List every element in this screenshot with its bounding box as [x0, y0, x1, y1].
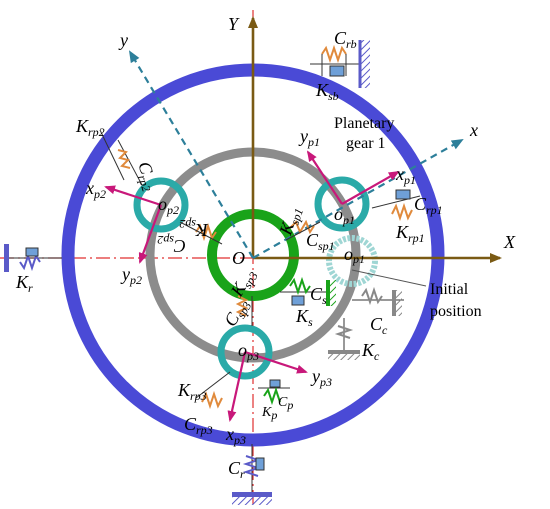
label-C-s: Cs [310, 284, 327, 307]
label-o-p3: op3 [238, 340, 259, 363]
label-C-r: Cr [228, 458, 245, 481]
ring-bearing-support-top [310, 40, 370, 88]
sun-planet3-mesh-spring [235, 295, 253, 326]
label-K-rp3: Krp3 [177, 380, 207, 403]
label-K-sp2: Ksp2 [179, 217, 209, 240]
label-K-c: Kc [361, 340, 380, 363]
label-x-p3: xp3 [225, 424, 246, 447]
planet2-y-axis [138, 204, 163, 264]
label-x-p1: xp1 [395, 164, 416, 187]
note-planetary-line1: Planetary [334, 115, 394, 132]
label-K-rp1: Krp1 [395, 222, 425, 245]
label-K-rp2: Krp2 [75, 116, 105, 139]
label-C-rp2: Crp2 [131, 159, 162, 193]
planet2-x-axis [104, 185, 162, 207]
label-K-s: Ks [295, 306, 313, 329]
planet1-x-axis [341, 171, 400, 205]
planet3-y-axis [244, 350, 308, 374]
planet-gear-initial-position [326, 235, 378, 287]
planet-gear-3 [217, 324, 273, 380]
label-rot-y: y [118, 30, 128, 50]
note-initial-line2: position [430, 303, 482, 320]
label-K-sp1: Ksp1 [275, 204, 306, 239]
label-rot-x: x [469, 120, 478, 140]
sun-planet2-mesh-spring [179, 221, 223, 245]
label-Y: Y [228, 14, 240, 34]
planet3-x-axis [227, 351, 247, 422]
label-origin: O [232, 248, 245, 268]
label-K-sb: Ksb [315, 80, 339, 103]
label-C-sp1: Csp1 [306, 230, 335, 253]
note-initial-line1: Initial [430, 281, 469, 298]
label-y-p2: yp2 [120, 264, 142, 287]
label-C-c: Cc [370, 314, 388, 337]
note-planetary-line2: gear 1 [346, 135, 386, 152]
rotating-x-axis [252, 139, 464, 259]
initial-position-leader [351, 269, 427, 287]
label-C-rp3: Crp3 [184, 414, 213, 437]
planet1-y-axis [306, 150, 343, 205]
label-x-p2: xp2 [85, 178, 106, 201]
planet-gear-1 [314, 176, 370, 232]
sun-support [280, 276, 336, 306]
planet1-ring-mesh-spring [371, 189, 421, 222]
planet-gear-2 [133, 177, 189, 233]
label-K-r: Kr [15, 272, 33, 295]
planet-bearing-spring [258, 379, 290, 406]
label-y-p3: yp3 [310, 366, 332, 389]
planet2-ring-mesh-spring [99, 129, 143, 186]
planet3-ring-mesh-spring [195, 371, 231, 410]
sun-planet1-mesh-spring [285, 219, 321, 241]
rotating-y-axis [128, 50, 254, 259]
ring-support-bottom [232, 444, 272, 505]
label-y-p1: yp1 [298, 126, 320, 149]
label-C-rb: Crb [334, 28, 357, 51]
label-o-initial: op1 [344, 244, 365, 266]
label-X: X [503, 232, 516, 252]
label-C-sp2: Csp2 [157, 233, 186, 256]
label-o-p2: op2 [158, 194, 179, 217]
label-C-p: Cp [278, 395, 293, 412]
label-C-rp1: Crp1 [414, 194, 443, 217]
carrier-support [328, 286, 404, 360]
label-K-p: Kp [261, 405, 277, 422]
label-o-p1: op1 [334, 204, 355, 227]
ring-support-left [4, 244, 62, 272]
